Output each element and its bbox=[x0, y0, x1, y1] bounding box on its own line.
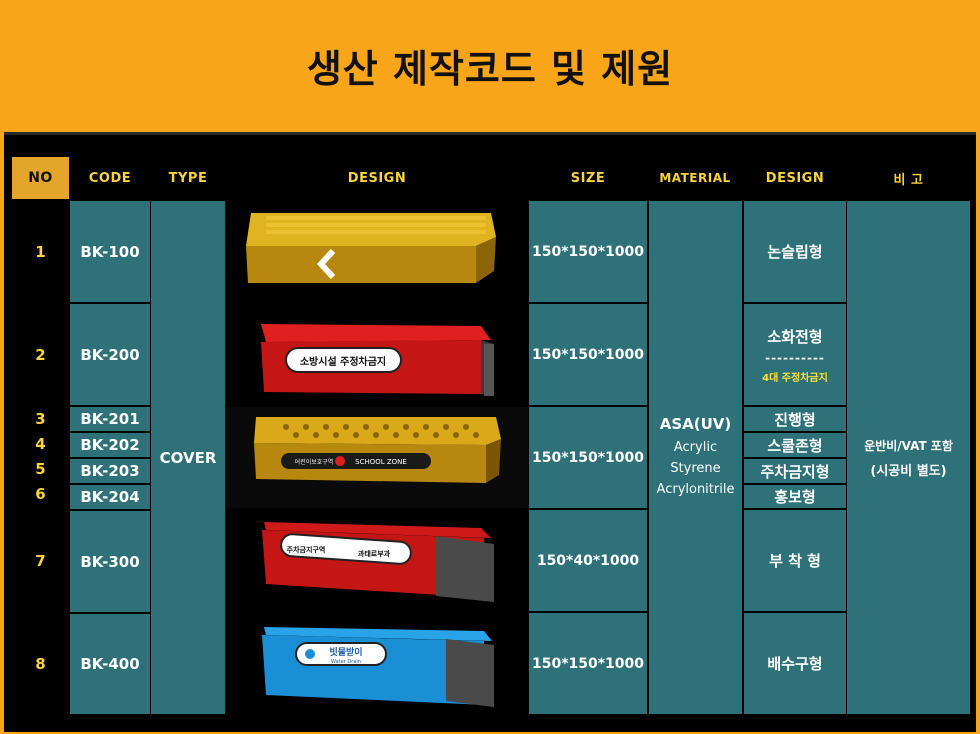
row-code: BK-400 bbox=[70, 614, 150, 714]
row-no: 3 bbox=[35, 410, 46, 428]
row-design-name: 스쿨존형 bbox=[744, 433, 846, 457]
row-design-name: 홍보형 bbox=[744, 485, 846, 508]
remark-line: (시공비 별도) bbox=[870, 463, 947, 479]
material-line: Acrylonitrile bbox=[656, 482, 735, 497]
row-design-name: 배수구형 bbox=[744, 613, 846, 714]
header-remark: 비 고 bbox=[893, 172, 924, 188]
parking-label-right: 과태료부과 bbox=[358, 549, 391, 558]
row-no: 8 bbox=[35, 654, 46, 673]
header-design: DESIGN bbox=[347, 170, 407, 186]
material-main: ASA(UV) bbox=[659, 415, 732, 433]
row-size: 150*150*1000 bbox=[529, 613, 647, 714]
hydrant-sign-text: 소방시설 주정차금지 bbox=[300, 355, 386, 368]
row-no: 4 bbox=[35, 435, 46, 453]
school-label-right: SCHOOL ZONE bbox=[355, 458, 407, 466]
material-line: Acrylic bbox=[673, 440, 718, 455]
remark-cell: 운반비/VAT 포함 (시공비 별도) bbox=[847, 201, 970, 714]
design-name-text: 소화전형 bbox=[767, 327, 823, 346]
design-name-sub: 4대 주정차금지 bbox=[762, 372, 828, 384]
design-image-hydrant: 소방시설 주정차금지 bbox=[226, 304, 528, 405]
header-design-name: DESIGN bbox=[765, 170, 825, 186]
row-design-name: 주차금지형 bbox=[744, 459, 846, 483]
type-cell: COVER bbox=[151, 201, 225, 714]
row-code: BK-300 bbox=[70, 511, 150, 612]
header-material: MATERIAL bbox=[659, 171, 731, 185]
row-code: BK-203 bbox=[70, 459, 150, 483]
design-image-nonslip bbox=[226, 201, 528, 302]
header-type: TYPE bbox=[168, 170, 208, 186]
row-no: 2 bbox=[35, 345, 46, 364]
school-label-left: 어린이보호구역 bbox=[295, 458, 334, 466]
row-code: BK-100 bbox=[70, 201, 150, 302]
header-no: NO bbox=[12, 157, 69, 199]
row-design-name: 논슬립형 bbox=[744, 201, 846, 302]
row-no: 6 bbox=[35, 485, 46, 503]
design-name-divider: ---------- bbox=[765, 350, 825, 365]
header-size: SIZE bbox=[570, 170, 606, 186]
design-image-parking: 주차금지구역 과태료부과 bbox=[226, 510, 528, 611]
header-code: CODE bbox=[88, 170, 132, 186]
row-size: 150*150*1000 bbox=[529, 201, 647, 302]
page-title: 생산 제작코드 및 제원 bbox=[306, 47, 674, 91]
row-size: 150*150*1000 bbox=[529, 407, 647, 508]
material-cell: ASA(UV) Acrylic Styrene Acrylonitrile bbox=[649, 201, 742, 714]
material-line: Styrene bbox=[670, 461, 721, 476]
row-code: BK-201 bbox=[70, 407, 150, 431]
row-code: BK-204 bbox=[70, 485, 150, 509]
spec-table: NO CODE TYPE DESIGN SIZE MATERIAL DESIGN… bbox=[4, 132, 976, 732]
row-design-name: 진행형 bbox=[744, 407, 846, 431]
design-image-school: 어린이보호구역 SCHOOL ZONE bbox=[226, 407, 528, 508]
remark-line: 운반비/VAT 포함 bbox=[864, 438, 953, 453]
drain-label-sub: Water Drain bbox=[331, 659, 361, 665]
row-design-name: 부 착 형 bbox=[744, 510, 846, 611]
parking-label-left: 주차금지구역 bbox=[287, 545, 326, 554]
row-no: 5 bbox=[35, 460, 46, 478]
chevron-left-icon bbox=[316, 248, 336, 280]
row-no: 1 bbox=[35, 242, 46, 261]
row-design-name-hydrant: 소화전형 ---------- 4대 주정차금지 bbox=[744, 304, 846, 405]
row-size: 150*150*1000 bbox=[529, 304, 647, 405]
row-no: 7 bbox=[35, 551, 46, 570]
drain-label-main: 빗물받이 bbox=[329, 646, 362, 658]
design-image-drain: 빗물받이 Water Drain bbox=[226, 613, 528, 714]
row-code: BK-200 bbox=[70, 304, 150, 405]
row-code: BK-202 bbox=[70, 433, 150, 457]
row-size: 150*40*1000 bbox=[529, 510, 647, 611]
